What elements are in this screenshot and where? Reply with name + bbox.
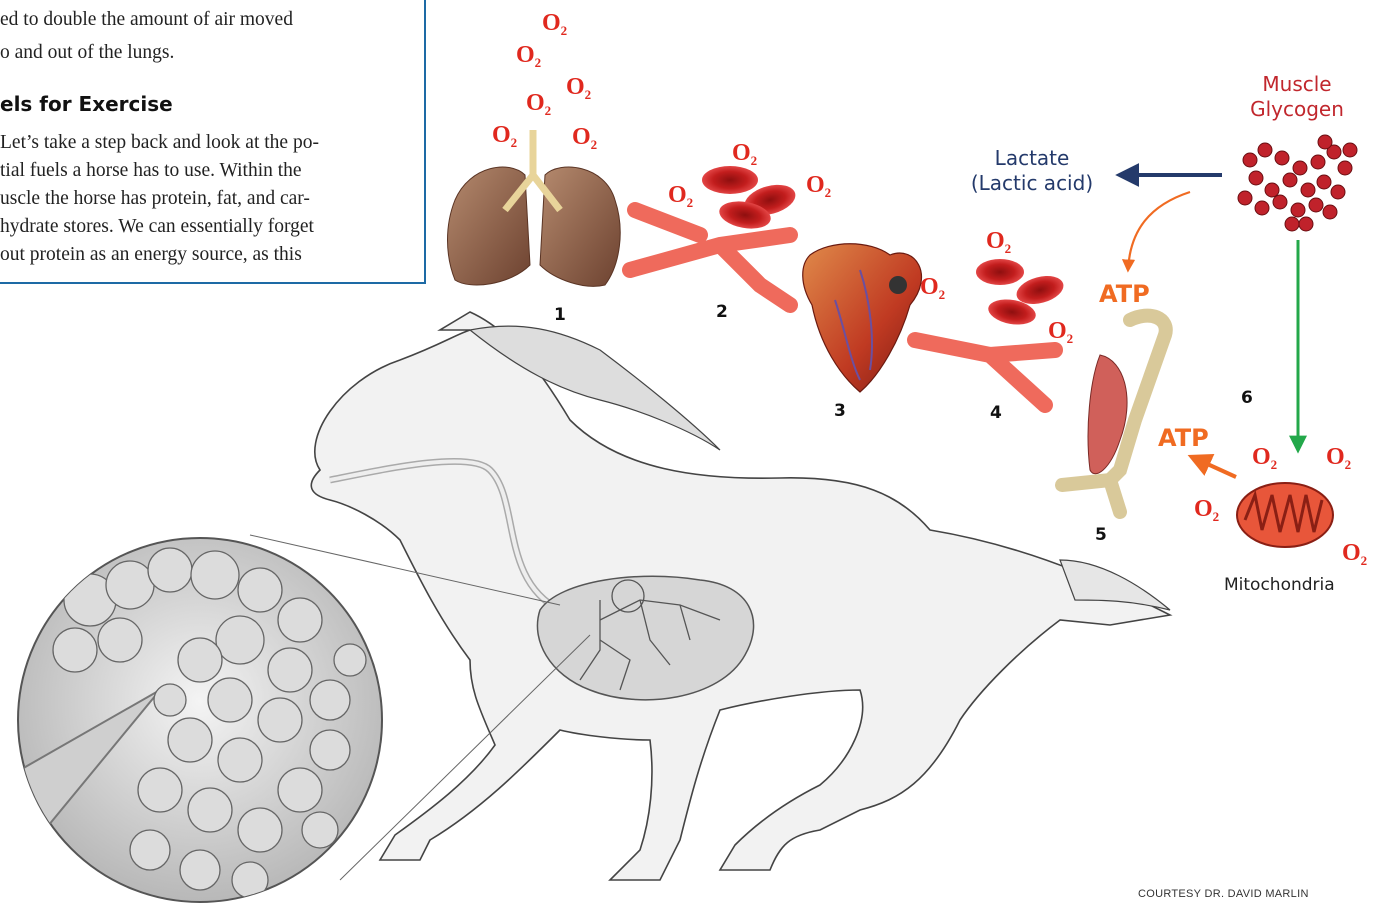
oxygen-label: O2 (1048, 318, 1073, 347)
mitochondria-label: Mitochondria (1224, 575, 1335, 595)
atp-label-bottom: ATP (1158, 424, 1209, 452)
atp-arrow (1192, 457, 1236, 477)
step-label-4: 4 (990, 403, 1002, 423)
atp-curved-arrow (1128, 192, 1190, 270)
oxygen-label: O2 (668, 182, 693, 211)
oxygen-label: O2 (492, 122, 517, 151)
step-label-6: 6 (1241, 388, 1253, 408)
lungs-illustration (448, 130, 621, 286)
heart-illustration (803, 244, 922, 392)
atp-label-top: ATP (1099, 280, 1150, 308)
blood-vessel-4 (915, 340, 1055, 405)
oxygen-label: O2 (572, 124, 597, 153)
step-label-3: 3 (834, 401, 846, 421)
oxygen-label: O2 (1252, 444, 1277, 473)
alveoli-magnifier (18, 538, 382, 902)
oxygen-label: O2 (806, 172, 831, 201)
oxygen-label: O2 (1342, 540, 1367, 569)
oxygen-label: O2 (566, 74, 591, 103)
step-label-1: 1 (554, 305, 566, 325)
oxygen-label: O2 (542, 10, 567, 39)
muscle-illustration (1062, 316, 1166, 512)
muscle-glycogen-label: Muscle Glycogen (1222, 72, 1372, 122)
oxygen-label: O2 (732, 140, 757, 169)
oxygen-label: O2 (526, 90, 551, 119)
oxygen-label: O2 (986, 228, 1011, 257)
step-label-2: 2 (716, 302, 728, 322)
image-credit: COURTESY DR. DAVID MARLIN (1138, 888, 1309, 900)
glycogen-cluster (1238, 135, 1357, 231)
oxygen-label: O2 (1326, 444, 1351, 473)
oxygen-label: O2 (516, 42, 541, 71)
lactate-label: Lactate (Lactic acid) (952, 146, 1112, 196)
step-label-5: 5 (1095, 525, 1107, 545)
oxygen-label: O2 (1194, 496, 1219, 525)
oxygen-label: O2 (920, 274, 945, 303)
mitochondria-illustration (1237, 483, 1333, 547)
